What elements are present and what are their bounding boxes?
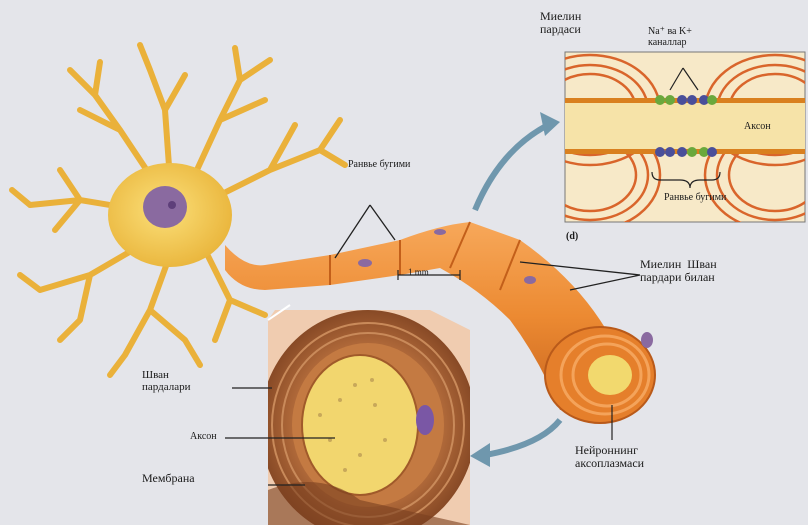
nucleus <box>143 186 187 228</box>
label-membrane: Мембрана <box>142 472 195 485</box>
arrow-to-cross-section <box>485 420 560 455</box>
label-panel-letter: (d) <box>566 232 578 243</box>
cross-section <box>260 305 476 525</box>
label-node-of-ranvier: Ранвье бугими <box>348 160 410 171</box>
label-na-k-channels: Na⁺ ва K+ каналлар <box>648 27 692 48</box>
arrow-to-inset <box>475 125 548 210</box>
label-myelin-sheath: Миелин пардаси <box>540 10 581 35</box>
label-scale-bar: 1 mm <box>408 268 429 277</box>
label-myelin-schwann: Миелин Шван пардари билан <box>640 258 717 283</box>
label-axon-inset: Аксон <box>744 122 771 133</box>
label-node-inset: Ранвье бугими <box>664 193 726 204</box>
label-axoplasm: Нейроннинг аксоплазмаси <box>575 444 644 469</box>
label-schwann-membranes: Шван пардалари <box>142 370 190 393</box>
label-axon-cross: Аксон <box>190 432 217 443</box>
